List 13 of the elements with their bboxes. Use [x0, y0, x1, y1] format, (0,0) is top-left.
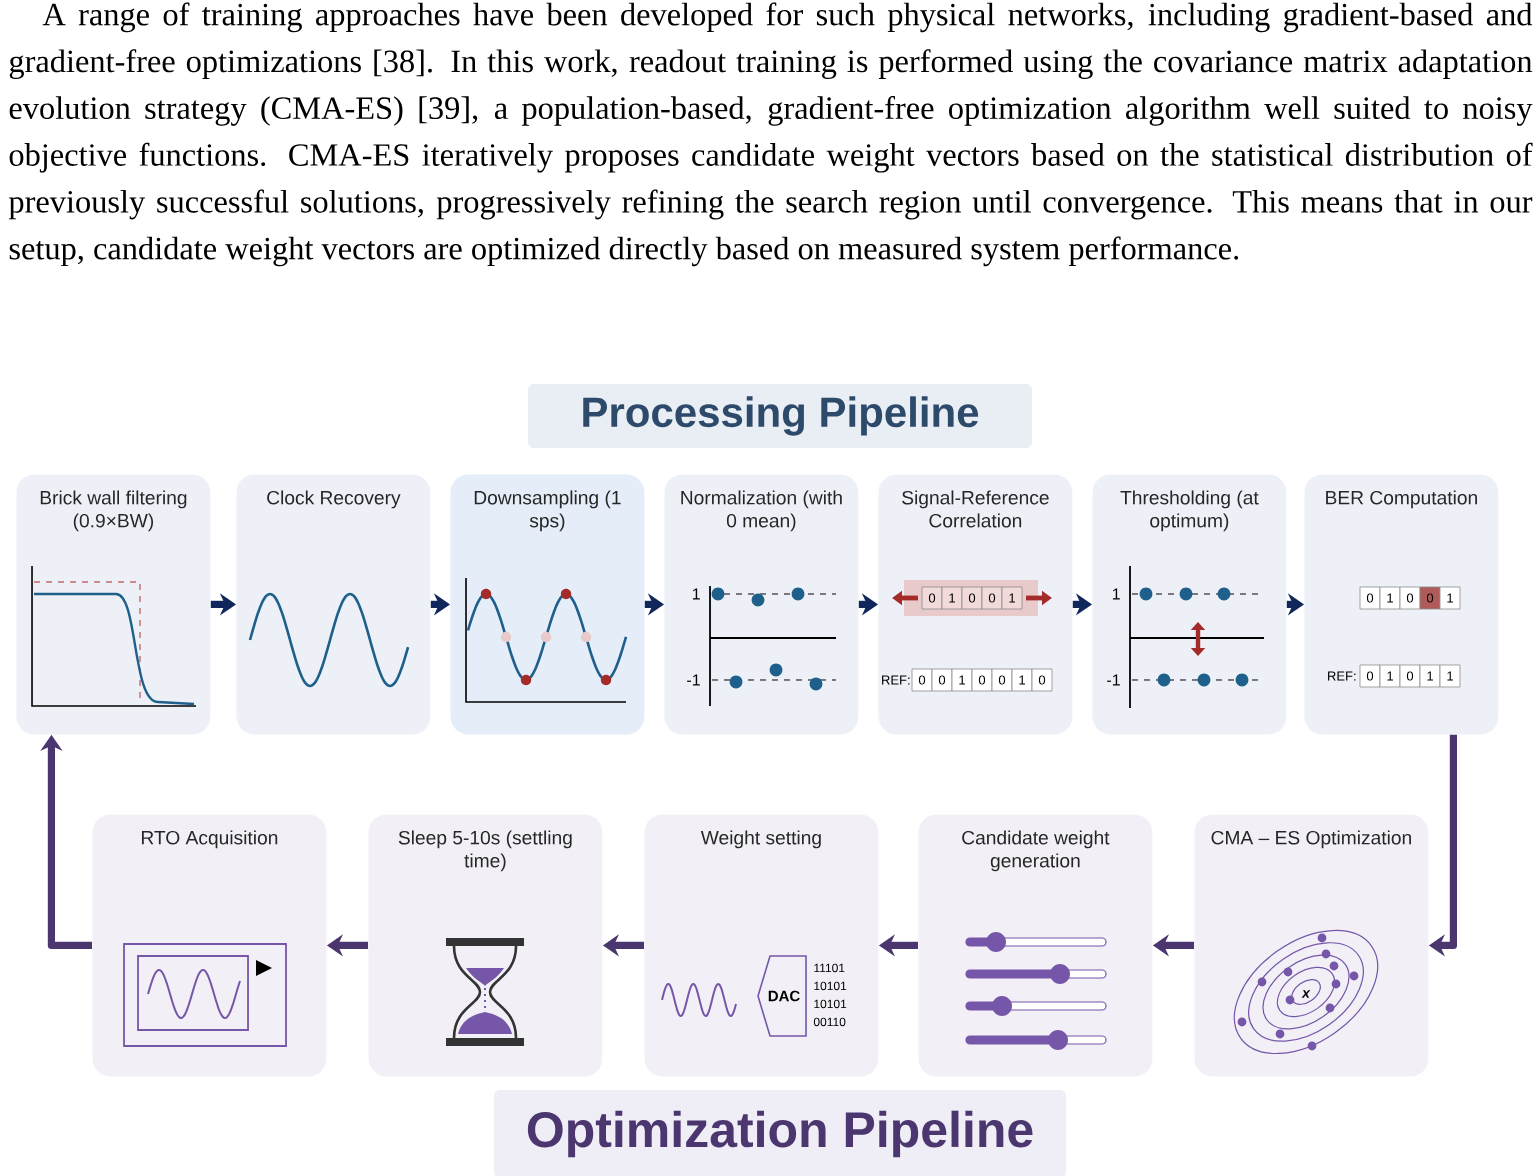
- paragraph: A range of training approaches have been developed for such physical networks, including gradient-based and gradient-free optimizations [38]. In this work, readout training is performed using the covariance matrix adaptation evolution strategy (CMA-ES) [39], a population-based, gradient-free optimization algorithm well suited to noisy objective functions. CMA-ES iteratively proposes candidate weight vectors based on the statistical distribution of previously successful solutions, progressively refining the search region until convergence. This means that in our setup, candidate weight vectors are optimized directly based on measured system performance.: [8, 2, 1533, 267]
- axis-tick-label: -1: [1107, 674, 1120, 686]
- axis-tick-label: 1: [692, 588, 700, 600]
- optimization-box: RTO Acquisition: [92, 814, 327, 1077]
- section-heading: Optimization Pipeline: [494, 1090, 1066, 1176]
- optimization-box: Sleep 5-10s (settling time): [368, 814, 603, 1077]
- axis-tick-label: 1: [1112, 588, 1120, 600]
- process-box: Brick wall filtering (0.9×BW): [16, 474, 211, 735]
- process-box: Clock Recovery: [236, 474, 431, 735]
- process-box: Downsampling (1 sps): [450, 474, 645, 735]
- axis-tick-label: -1: [687, 674, 700, 686]
- section-heading: Processing Pipeline: [528, 384, 1032, 448]
- optimization-box: Candidate weight generation: [918, 814, 1153, 1077]
